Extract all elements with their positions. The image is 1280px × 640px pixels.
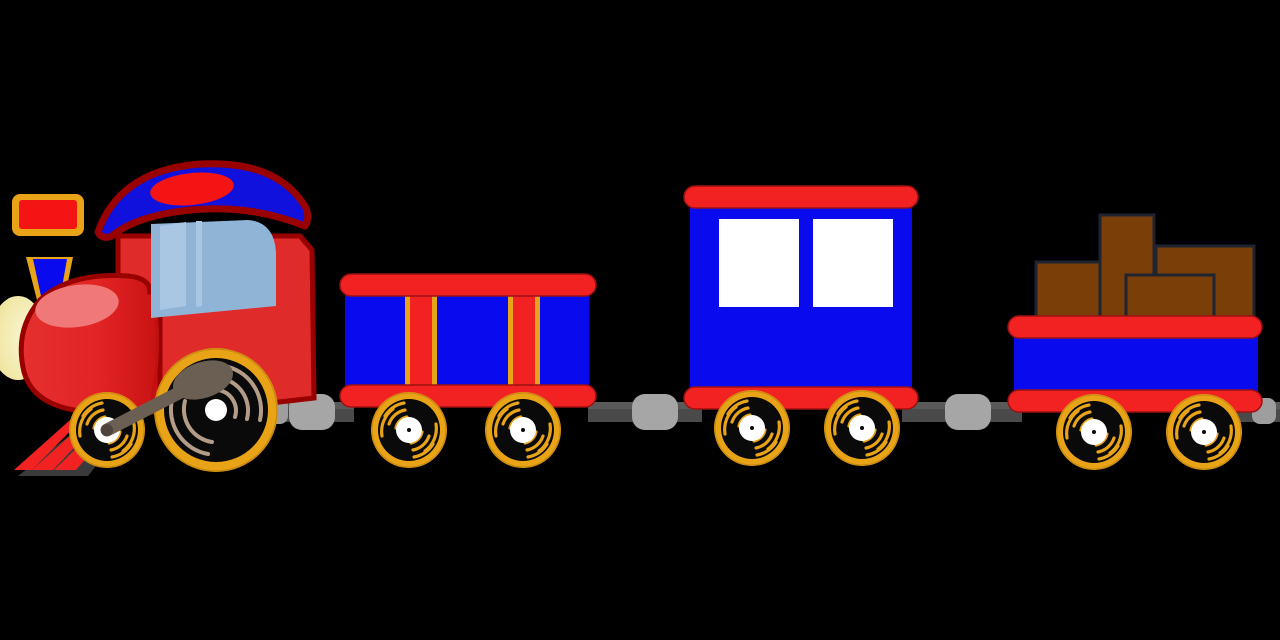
coupler-3 — [945, 394, 991, 430]
car-1-stripes — [405, 288, 540, 392]
car-3-cargo-boxes — [1034, 213, 1256, 322]
car-1-top-rail — [339, 273, 597, 297]
cab-window-highlight — [160, 222, 186, 310]
car-2-wheel-left[interactable] — [712, 388, 792, 468]
cargo-box-4 — [1124, 273, 1216, 322]
car-3-top-rail — [1007, 315, 1263, 339]
car-1-stripe — [513, 288, 535, 392]
cab-roof — [94, 160, 312, 241]
car-2-window-left — [719, 219, 799, 307]
car-2-window-right — [813, 219, 893, 307]
coupler-2 — [632, 394, 678, 430]
car-2-wheel-right[interactable] — [822, 388, 902, 468]
car-2-roof-rail — [683, 185, 919, 209]
car-2-passenger-car[interactable] — [683, 185, 919, 468]
connecting-rod — [100, 360, 234, 437]
cab-window — [151, 220, 276, 318]
car-3-body — [1014, 330, 1258, 398]
car-1-striped-freight-car[interactable] — [339, 273, 597, 470]
car-3-cargo-car[interactable] — [1007, 213, 1263, 472]
cab-window-mullion — [196, 221, 202, 307]
car-1-body — [345, 288, 589, 392]
car-1-wheel-left[interactable] — [369, 390, 449, 470]
cab-roof-highlight — [150, 172, 234, 206]
rail-line — [262, 394, 1280, 430]
car-3-wheel-right[interactable] — [1164, 392, 1244, 472]
car-1-wheel-right[interactable] — [483, 390, 563, 470]
car-1-stripe — [410, 288, 432, 392]
car-1-bottom-rail — [339, 384, 597, 408]
boiler-highlight — [35, 284, 119, 328]
car-3-wheel-left[interactable] — [1054, 392, 1134, 472]
smokestack-cap — [19, 200, 77, 229]
locomotive[interactable] — [0, 160, 317, 476]
scene-caption: Cartoon toy train with locomotive and th… — [0, 0, 1, 1]
